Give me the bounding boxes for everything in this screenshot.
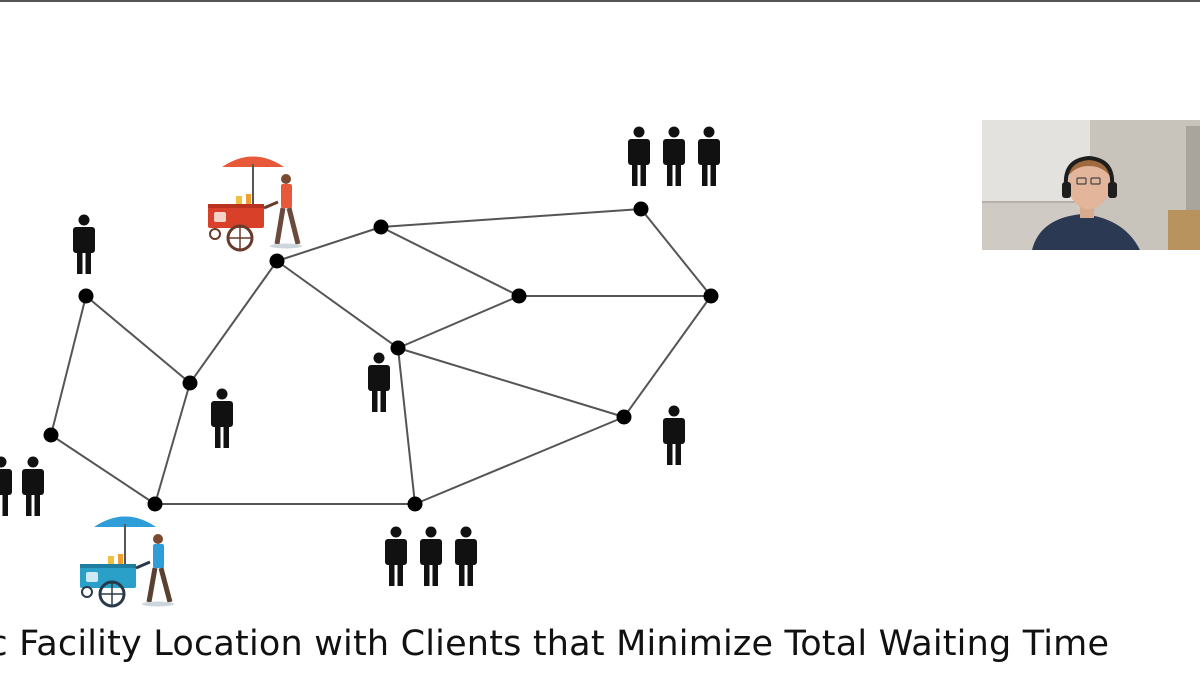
person-icon — [663, 405, 685, 465]
graph-node — [703, 288, 719, 304]
graph-node — [616, 409, 632, 425]
graph-edge — [276, 260, 399, 349]
graph-node — [78, 288, 94, 304]
person-icon — [455, 526, 477, 586]
graph-edge — [276, 226, 382, 262]
person-icon — [0, 456, 12, 516]
graph-node — [43, 427, 59, 443]
person-icon — [420, 526, 442, 586]
person-icon — [385, 526, 407, 586]
graph-edge — [85, 295, 191, 384]
slide-title: gic Facility Location with Clients that … — [0, 624, 1110, 664]
webcam-video-feed — [982, 120, 1200, 250]
graph-node — [407, 496, 423, 512]
graph-edges — [50, 208, 712, 505]
graph-node — [390, 340, 406, 356]
graph-edge — [397, 295, 520, 349]
client-group — [0, 126, 720, 586]
graph-edge — [397, 347, 625, 418]
graph-edge — [623, 295, 712, 418]
graph-edge — [380, 226, 520, 297]
graph-node — [633, 201, 649, 217]
graph-node — [269, 253, 285, 269]
graph-edge — [189, 260, 278, 384]
person-icon — [73, 214, 95, 274]
graph-node — [147, 496, 163, 512]
graph-edge — [414, 416, 625, 505]
slide-top-border — [0, 0, 1200, 2]
person-icon — [211, 388, 233, 448]
person-icon — [368, 352, 390, 412]
person-icon — [663, 126, 685, 186]
graph-edge — [50, 434, 156, 505]
graph-edge — [380, 208, 642, 228]
graph-edge — [50, 295, 87, 436]
graph-node — [373, 219, 389, 235]
graph-edge — [640, 208, 712, 297]
person-icon — [698, 126, 720, 186]
graph-node — [511, 288, 527, 304]
graph-node — [182, 375, 198, 391]
person-icon — [22, 456, 44, 516]
graph-nodes — [43, 201, 719, 512]
graph-edge — [397, 347, 416, 505]
presenter-webcam — [982, 120, 1200, 250]
food-cart-icon — [80, 516, 174, 608]
food-cart-icon — [208, 156, 302, 252]
graph-edge — [154, 382, 191, 505]
person-icon — [628, 126, 650, 186]
